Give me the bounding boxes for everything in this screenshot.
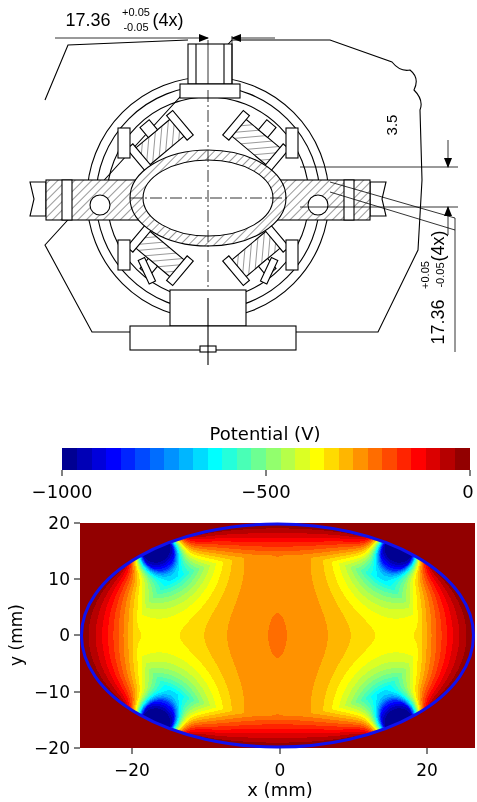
count-note: (4x) bbox=[153, 11, 184, 29]
dimension-value: 3.5 bbox=[384, 115, 399, 136]
colorbar-tick: −1000 bbox=[32, 483, 93, 501]
axis-tick: 0 bbox=[275, 762, 286, 779]
colorbar-title: Potential (V) bbox=[210, 425, 321, 443]
tolerance: -0.05 bbox=[123, 22, 148, 33]
tolerance: +0.05 bbox=[420, 261, 431, 289]
tolerance: +0.05 bbox=[122, 7, 150, 18]
colorbar bbox=[62, 448, 470, 470]
axis-tick: 0 bbox=[59, 627, 70, 644]
dimension-value: 17.36 bbox=[65, 11, 110, 29]
axis-tick: 10 bbox=[48, 571, 70, 588]
colorbar-tick: 0 bbox=[462, 483, 473, 501]
axis-label: x (mm) bbox=[247, 781, 313, 799]
axis-tick: 20 bbox=[416, 762, 438, 779]
axis-label: y (mm) bbox=[8, 604, 25, 666]
axis-tick: −20 bbox=[34, 740, 70, 757]
axis-tick: −20 bbox=[114, 762, 150, 779]
colorbar-tick: −500 bbox=[241, 483, 290, 501]
count-note: (4x) bbox=[429, 231, 447, 262]
dimension-value: 17.36 bbox=[429, 299, 447, 344]
axis-tick: −10 bbox=[34, 684, 70, 701]
tolerance: -0.05 bbox=[435, 262, 446, 287]
axis-tick: 20 bbox=[48, 515, 70, 532]
